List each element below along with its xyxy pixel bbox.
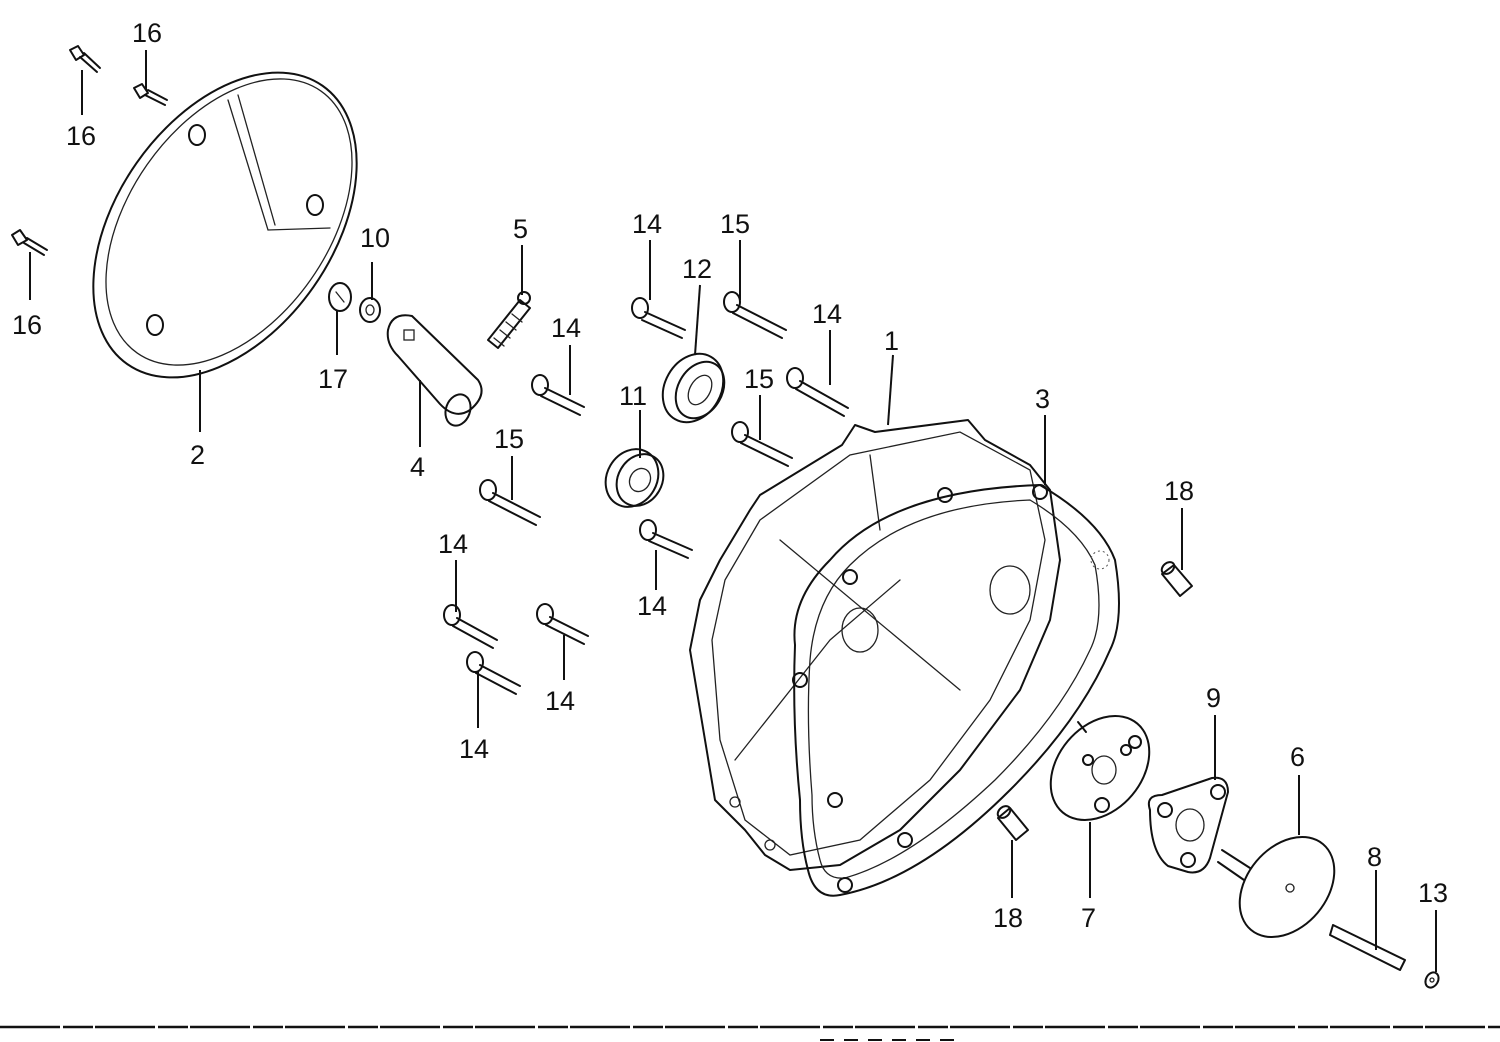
label-17: 17: [318, 364, 348, 394]
label-2: 2: [190, 440, 205, 470]
label-8: 8: [1367, 842, 1382, 872]
nut-part-17: [328, 282, 352, 312]
label-16-mid: 16: [66, 121, 96, 151]
label-4: 4: [410, 452, 425, 482]
label-14-g: 14: [459, 734, 489, 764]
bearing-part-11: [604, 448, 665, 508]
label-14-d: 14: [637, 591, 667, 621]
label-15-c: 15: [494, 424, 524, 454]
label-13: 13: [1418, 878, 1448, 908]
label-9: 9: [1206, 683, 1221, 713]
label-15-b: 15: [744, 364, 774, 394]
label-3: 3: [1035, 384, 1050, 414]
bolt-14-e: [443, 604, 498, 649]
plate-part-7: [1049, 715, 1151, 821]
bolt-16-top: [133, 83, 168, 106]
cover-part-2: [92, 71, 358, 379]
label-14-e: 14: [438, 529, 468, 559]
leader-lines: [29, 50, 1437, 972]
plate-part-9: [1147, 776, 1229, 874]
bearing-part-12: [661, 352, 726, 424]
spring-part-5: [487, 291, 531, 349]
part-labels: 16 16 16 2 10 17 4 5 14 14 15 12 14 15 1…: [12, 18, 1448, 933]
dowel-part-18-bottom: [996, 805, 1029, 841]
label-15-a: 15: [720, 209, 750, 239]
nut-part-13: [1424, 971, 1440, 989]
label-18-bottom: 18: [993, 903, 1023, 933]
label-1: 1: [884, 326, 899, 356]
label-12: 12: [682, 254, 712, 284]
label-5: 5: [513, 214, 528, 244]
bolt-14-d: [639, 519, 693, 559]
washer-part-10: [359, 297, 381, 323]
label-14-c: 14: [812, 299, 842, 329]
lever-part-4: [386, 314, 483, 427]
label-16-left: 16: [12, 310, 42, 340]
label-6: 6: [1290, 742, 1305, 772]
bottom-rule: [0, 1025, 1500, 1041]
bolt-15-b: [731, 421, 793, 467]
shaft-part-8: [1329, 924, 1406, 971]
label-18-right: 18: [1164, 476, 1194, 506]
bolt-14-g: [466, 651, 521, 695]
label-7: 7: [1081, 903, 1096, 933]
label-14-a: 14: [632, 209, 662, 239]
bolt-14-a: [631, 297, 686, 339]
label-14-b: 14: [551, 313, 581, 343]
bolt-14-f: [536, 603, 589, 645]
label-10: 10: [360, 223, 390, 253]
label-14-f: 14: [545, 686, 575, 716]
bolt-14-b: [531, 374, 585, 416]
bolt-15-a: [723, 291, 787, 339]
case-part-1: [689, 419, 1061, 871]
gasket-part-3: [792, 484, 1120, 897]
label-11: 11: [619, 381, 647, 411]
disc-part-6: [1217, 835, 1336, 939]
label-16-top: 16: [132, 18, 162, 48]
bolt-16-top-left: [69, 45, 101, 73]
bolt-16-left: [11, 229, 48, 256]
dowel-part-18-right: [1160, 561, 1193, 597]
bolt-15-c: [479, 479, 541, 526]
bolt-14-c: [786, 367, 849, 417]
